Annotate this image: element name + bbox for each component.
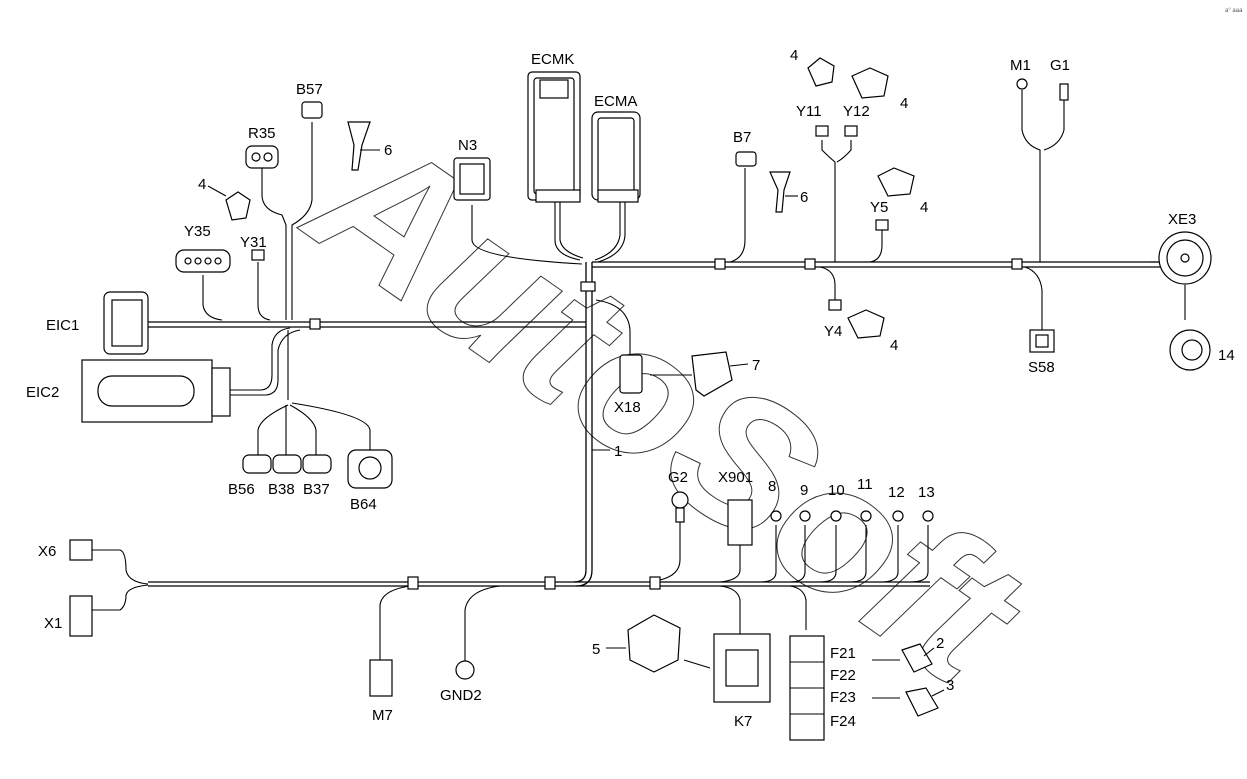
y31-connector: Y31 [240, 234, 267, 261]
label-x901: X901 [718, 469, 753, 486]
svg-text:6: 6 [384, 142, 392, 159]
svg-text:4: 4 [890, 337, 898, 354]
ring-terminals: 8 9 10 11 12 13 [768, 476, 935, 522]
label-y35: Y35 [184, 223, 211, 240]
x6-connector: X6 [38, 539, 93, 561]
svg-text:10: 10 [828, 482, 845, 499]
label-n3: N3 [458, 137, 477, 154]
y4-connector: 4 Y4 [824, 299, 898, 354]
s58-switch: S58 [1028, 329, 1055, 376]
b64-sensor: B64 [347, 449, 393, 513]
svg-text:4: 4 [900, 95, 908, 112]
corner-mark: a° aaa [1225, 8, 1243, 14]
label-x1: X1 [44, 615, 62, 632]
label-b57: B57 [296, 81, 323, 98]
g1-terminal: G1 [1050, 57, 1070, 101]
label-y11: Y11 [796, 103, 822, 120]
r35-sensor: R35 [245, 125, 279, 169]
svg-text:3: 3 [946, 677, 954, 694]
x1-connector: X1 [44, 595, 93, 637]
label-b56: B56 [228, 481, 255, 498]
gnd2-ground: GND2 [440, 660, 482, 704]
svg-text:8: 8 [768, 478, 776, 495]
g2-ground: G2 [668, 469, 689, 523]
label-f24: F24 [830, 713, 856, 730]
label-eic1: EIC1 [46, 317, 79, 334]
callout-5-relay: 5 [592, 614, 711, 673]
callout-4-plug-y31: 4 [198, 176, 251, 221]
label-s58: S58 [1028, 359, 1055, 376]
label-y12: Y12 [843, 103, 870, 120]
svg-text:4: 4 [790, 47, 798, 64]
b7-sensor: B7 [733, 129, 757, 167]
label-ecma: ECMA [594, 93, 637, 110]
label-m1: M1 [1010, 57, 1031, 74]
label-b7: B7 [733, 129, 751, 146]
label-gnd2: GND2 [440, 687, 482, 704]
k7-relay-base: K7 [713, 633, 771, 730]
xe3-connector: XE3 [1158, 211, 1212, 320]
svg-text:11: 11 [857, 476, 873, 493]
label-f22: F22 [830, 667, 856, 684]
b56-sensor: B56 [228, 454, 272, 498]
svg-text:9: 9 [800, 482, 808, 499]
svg-text:7: 7 [752, 357, 760, 374]
label-r35: R35 [248, 125, 276, 142]
harness-wires [92, 90, 1160, 665]
eic1-connector: EIC1 [46, 291, 149, 355]
ecma-connector: ECMA [591, 93, 641, 203]
svg-text:5: 5 [592, 641, 600, 658]
callout-3-fuse: 3 [872, 677, 954, 717]
callout-1-harness: 1 [592, 443, 622, 460]
label-x6: X6 [38, 543, 56, 560]
y35-connector: Y35 [175, 223, 231, 273]
y12-connector: 4 Y12 [843, 67, 908, 137]
callout-14-cap: 14 [1169, 329, 1235, 371]
y5-connector: 4 Y5 [870, 167, 928, 231]
svg-text:12: 12 [888, 484, 905, 501]
svg-text:4: 4 [920, 199, 928, 216]
label-y31: Y31 [240, 234, 267, 251]
x901-connector: X901 [718, 469, 753, 546]
svg-text:6: 6 [800, 189, 808, 206]
b57-sensor: B57 [296, 81, 323, 119]
svg-text:2: 2 [936, 635, 944, 652]
callout-7-cover: 7 [691, 351, 760, 397]
fuse-block: F21 F22 F23 F24 [789, 635, 856, 741]
svg-text:13: 13 [918, 484, 935, 501]
label-g2: G2 [668, 469, 688, 486]
label-b64: B64 [350, 496, 377, 513]
label-f23: F23 [830, 689, 856, 706]
label-m7: M7 [372, 707, 393, 724]
label-xe3: XE3 [1168, 211, 1196, 228]
label-ecmk: ECMK [531, 51, 574, 68]
svg-text:4: 4 [198, 176, 206, 193]
y11-connector: 4 Y11 [790, 47, 835, 137]
label-y4: Y4 [824, 323, 842, 340]
label-f21: F21 [830, 645, 856, 662]
label-y5: Y5 [870, 199, 888, 216]
callout-2-fuse: 2 [872, 635, 944, 673]
label-eic2: EIC2 [26, 384, 59, 401]
ecmk-connector: ECMK [527, 51, 581, 203]
label-g1: G1 [1050, 57, 1070, 74]
x18-connector: X18 [614, 354, 692, 416]
label-x18: X18 [614, 399, 641, 416]
label-b37: B37 [303, 481, 330, 498]
eic2-module: EIC2 [26, 359, 231, 423]
b37-sensor: B37 [302, 454, 332, 498]
b38-sensor: B38 [268, 454, 302, 498]
callout-6-seal-b7: 6 [769, 171, 808, 213]
callout-6-seal-top: 6 [347, 121, 392, 171]
n3-connector: N3 [453, 137, 491, 201]
label-k7: K7 [734, 713, 752, 730]
label-b38: B38 [268, 481, 295, 498]
svg-text:1: 1 [614, 443, 622, 460]
m7-connector: M7 [369, 659, 393, 724]
m1-ground: M1 [1010, 57, 1031, 90]
svg-text:14: 14 [1218, 347, 1235, 364]
